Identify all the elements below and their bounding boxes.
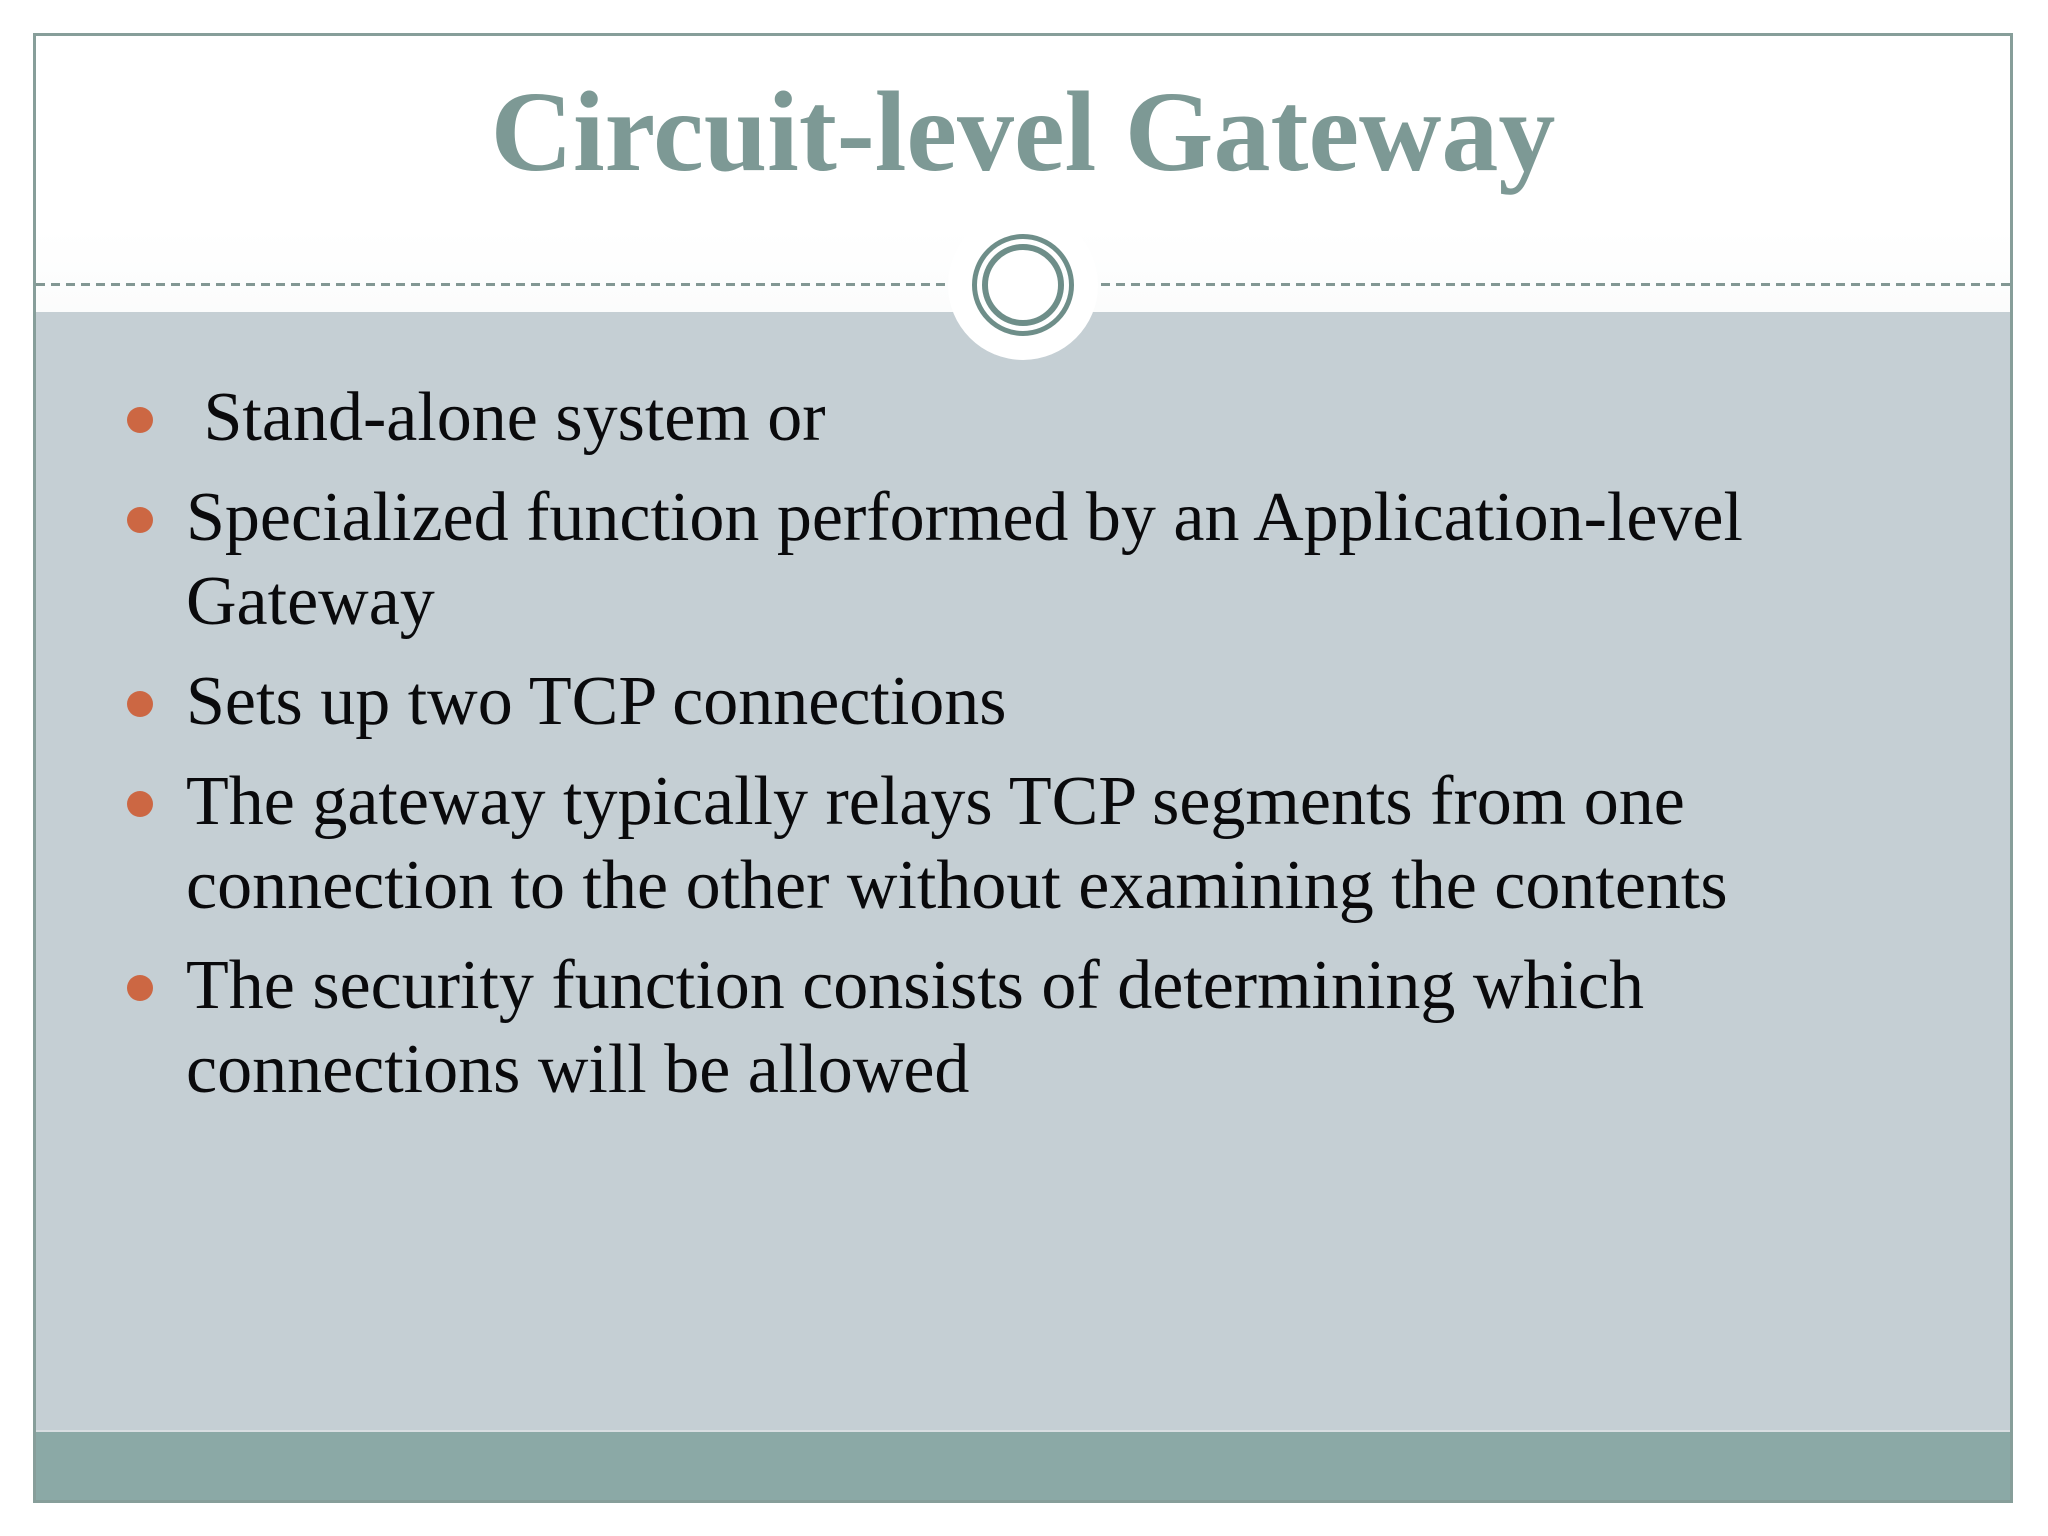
- slide: Circuit-level Gateway Stand-alone system…: [33, 33, 2013, 1503]
- bullet-dot-icon: [127, 975, 153, 1001]
- list-item: The gateway typically relays TCP segment…: [127, 760, 1970, 928]
- double-circle-ornament-icon: [948, 210, 1098, 360]
- bullet-text: The gateway typically relays TCP segment…: [186, 763, 1728, 924]
- footer-bar: [36, 1430, 2010, 1500]
- bullet-dot-icon: [127, 407, 153, 433]
- ornament-inner-ring: [982, 244, 1064, 326]
- list-item: Sets up two TCP connections: [127, 660, 1970, 744]
- page-title: Circuit-level Gateway: [490, 68, 1556, 195]
- list-item: The security function consists of determ…: [127, 944, 1970, 1112]
- list-item: Specialized function performed by an App…: [127, 476, 1970, 644]
- bullet-dot-icon: [127, 791, 153, 817]
- bullet-text: The security function consists of determ…: [186, 947, 1645, 1108]
- list-item: Stand-alone system or: [127, 376, 1970, 460]
- slide-header: Circuit-level Gateway: [36, 36, 2010, 360]
- bullet-text: Specialized function performed by an App…: [186, 479, 1743, 640]
- bullet-text: Sets up two TCP connections: [186, 663, 1007, 740]
- ornament-outer-ring: [972, 234, 1074, 336]
- bullet-dot-icon: [127, 691, 153, 717]
- bullet-text: Stand-alone system or: [186, 379, 826, 456]
- bullet-dot-icon: [127, 507, 153, 533]
- bullet-list: Stand-alone system or Specialized functi…: [36, 312, 2010, 1112]
- slide-body: Stand-alone system or Specialized functi…: [36, 312, 2010, 1430]
